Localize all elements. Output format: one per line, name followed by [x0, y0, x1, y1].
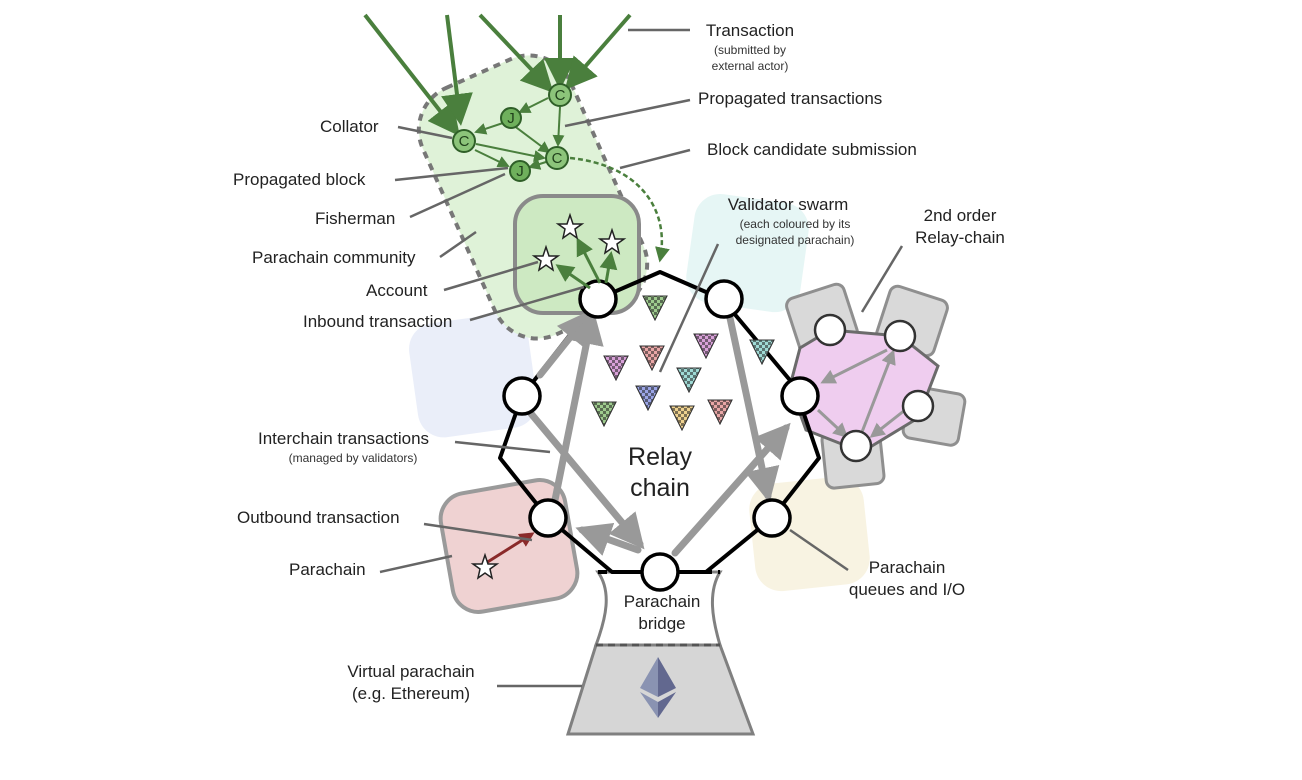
label-block-candidate-submission: Block candidate submission	[707, 140, 917, 159]
validator-triangle-icon	[603, 355, 629, 382]
label-transaction: Transaction	[705, 21, 795, 40]
leader-lines	[379, 28, 904, 688]
svg-text:C: C	[552, 150, 563, 167]
validator-triangle-icon	[707, 399, 733, 426]
star-icon	[597, 227, 627, 255]
parachain-red	[438, 478, 580, 614]
label-fisherman: Fisherman	[315, 209, 396, 228]
label-relay-chain: Relay chain	[628, 443, 692, 502]
ethereum-icon	[640, 657, 676, 718]
validator-triangle-icon	[591, 401, 617, 428]
label-outbound-transaction: Outbound transaction	[237, 508, 400, 527]
star-icon	[531, 244, 561, 272]
incoming-transaction-arrows	[363, 13, 632, 137]
block-candidate-arrow	[569, 156, 670, 263]
collator-nodes: C C C J J	[452, 83, 572, 182]
validator-triangle-icon	[642, 295, 668, 322]
validator-triangle-icon	[676, 367, 702, 394]
label-interchain-note: (managed by validators)	[288, 451, 418, 465]
label-interchain-transactions: Interchain transactions	[258, 429, 430, 448]
label-propagated-block: Propagated block	[233, 170, 366, 189]
relay-chain-nodes	[502, 279, 820, 592]
validator-triangle-icon	[669, 405, 695, 432]
label-transaction-note: (submitted by external actor)	[711, 43, 789, 73]
collator-node: C	[548, 83, 572, 107]
label-virtual-parachain: Virtual parachain (e.g. Ethereum)	[347, 662, 475, 703]
label-validator-swarm-note: (each coloured by its designated paracha…	[735, 217, 855, 247]
svg-text:C: C	[459, 133, 470, 150]
validator-triangle-icon	[749, 339, 775, 366]
validator-triangle-icon	[639, 345, 665, 372]
label-parachain-bridge: Parachain bridge	[623, 592, 701, 633]
label-parachain: Parachain	[289, 560, 366, 579]
fisherman-node: J	[500, 107, 522, 129]
label-parachain-community: Parachain community	[252, 248, 416, 267]
label-propagated-transactions: Propagated transactions	[698, 89, 883, 108]
label-account: Account	[366, 281, 428, 300]
validator-triangle-icon	[635, 385, 661, 412]
collator-node: C	[545, 146, 569, 170]
collator-node: C	[452, 129, 476, 153]
label-parachain-queues: Parachain queues and I/O	[848, 558, 966, 599]
validator-triangle-icon	[693, 333, 719, 360]
star-icon	[555, 212, 585, 240]
svg-text:J: J	[516, 163, 524, 180]
label-inbound-transaction: Inbound transaction	[303, 312, 453, 331]
svg-text:C: C	[555, 87, 566, 104]
validator-swarm	[591, 295, 775, 432]
svg-text:J: J	[507, 110, 515, 127]
fisherman-node: J	[509, 160, 531, 182]
label-collator: Collator	[320, 117, 379, 136]
label-second-order-relay-chain: 2nd order Relay-chain	[915, 206, 1005, 247]
label-validator-swarm: Validator swarm	[727, 195, 849, 214]
second-order-nodes	[813, 313, 935, 463]
account-stars	[531, 212, 627, 272]
faded-parachain-blue	[409, 313, 538, 438]
parachain-green	[513, 194, 641, 315]
interchain-arrows	[524, 309, 791, 557]
star-icon	[470, 552, 500, 580]
